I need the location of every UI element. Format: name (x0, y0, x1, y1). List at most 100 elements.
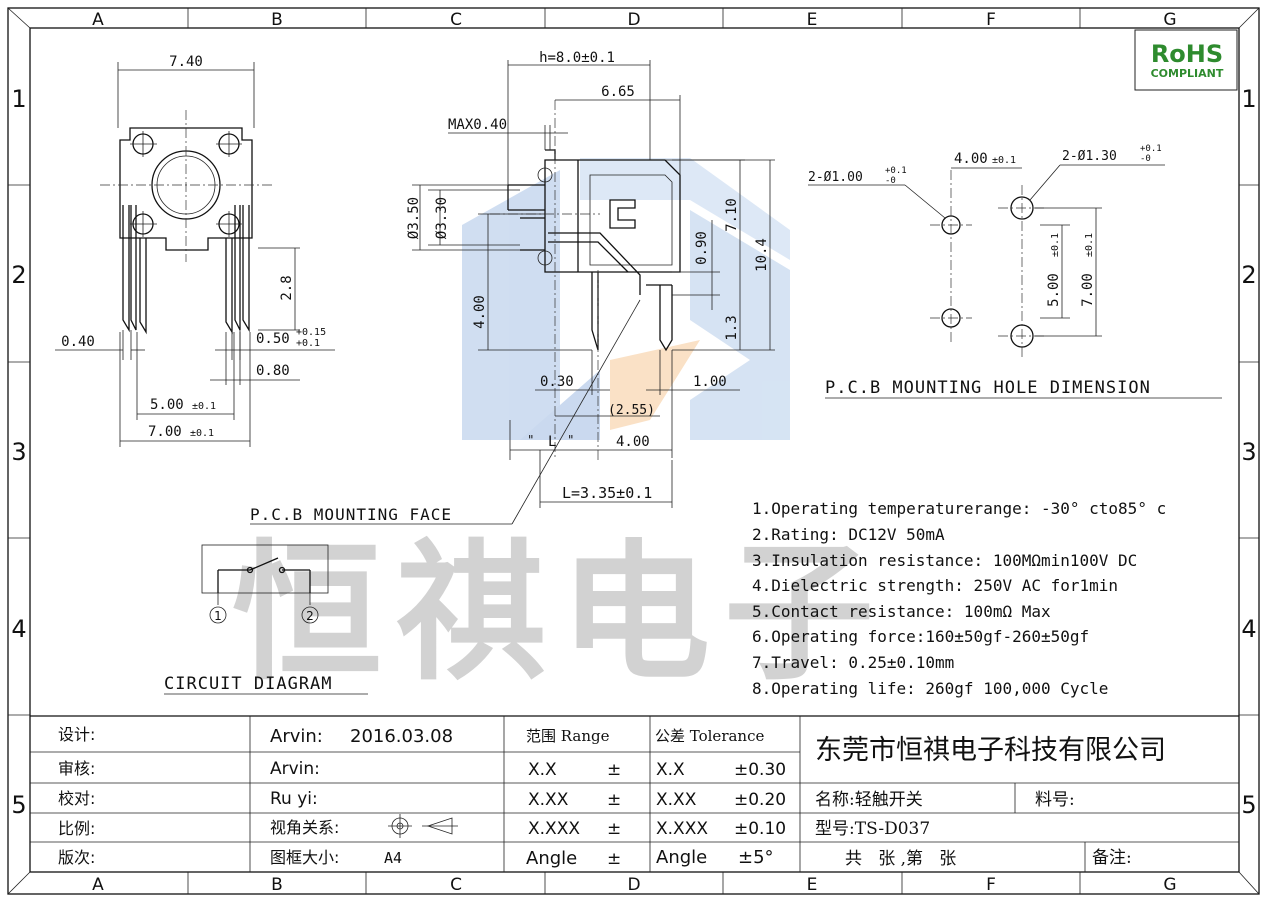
dim-400h: 4.00 (616, 434, 650, 450)
range-pm: ± (607, 790, 621, 810)
dim-pitch-outer-tol: ±0.1 (190, 428, 214, 439)
pcb-hole-small: 2-Ø1.00 (808, 170, 863, 185)
pcb-dim-400-tol: ±0.1 (992, 155, 1016, 166)
spec-item: 5.Contact resistance: 100mΩ Max (752, 602, 1051, 621)
label-check: 校对: (58, 789, 95, 808)
tol-label: X.XXX (656, 819, 708, 839)
spec-item: 8.Operating life: 260gf 100,000 Cycle (752, 679, 1108, 698)
pcb-face-label: P.C.B MOUNTING FACE (250, 505, 452, 524)
sheet-border (7, 7, 1260, 895)
dim-255: (2.55) (608, 403, 655, 418)
range-pm: ± (607, 760, 621, 780)
pcb-dim-400: 4.00 (954, 151, 988, 167)
rohs-badge: RoHS COMPLIANT (1134, 29, 1238, 91)
column-labels: A B C D E F G A B C D E F G (92, 10, 1176, 895)
model-number: 型号:TS-D037 (815, 819, 930, 839)
col-label-bottom: A (92, 875, 104, 895)
view-label: 视角关系: (270, 818, 339, 837)
dim-lead-tol: 0.50 (256, 331, 290, 347)
tol-label: X.XX (656, 790, 697, 810)
tol-label: X.X (656, 760, 685, 780)
dim-l-mark: L (548, 434, 556, 450)
row-label-left: 5 (11, 791, 26, 819)
designer-name: Arvin: (270, 726, 323, 747)
dim-pitch-outer: 7.00 (148, 424, 182, 440)
remark-label: 备注: (1092, 848, 1132, 868)
pcb-dim-500-tol: ±0.1 (1050, 233, 1061, 257)
spec-item: 2.Rating: DC12V 50mA (752, 525, 945, 544)
frame-label: 图框大小: (270, 848, 339, 867)
svg-text:": " (528, 433, 534, 447)
spec-item: 4.Dielectric strength: 250V AC for1min (752, 576, 1118, 595)
label-review: 审核: (58, 759, 95, 778)
row-label-right: 3 (1241, 438, 1256, 466)
material-label: 料号: (1035, 790, 1075, 810)
pcb-dim-700-tol: ±0.1 (1084, 233, 1095, 257)
row-label-right: 4 (1241, 615, 1256, 643)
pcb-hole-title: P.C.B MOUNTING HOLE DIMENSION (825, 378, 1151, 398)
range-pm: ± (607, 849, 621, 869)
dim-030: 0.30 (540, 374, 574, 390)
dim-090: 0.90 (694, 231, 710, 265)
spec-item: 1.Operating temperaturerange: -30° cto85… (752, 499, 1166, 518)
front-view: h=8.0±0.1 6.65 MAX0.40 Ø3.50 Ø3.30 4.00 … (250, 50, 775, 525)
col-label-bottom: E (807, 875, 818, 895)
row-label-right: 5 (1241, 791, 1256, 819)
dim-13: 1.3 (724, 315, 740, 340)
col-label-bottom: F (986, 875, 996, 895)
pcb-hole-pattern: 4.00 ±0.1 2-Ø1.00 +0.1 -0 2-Ø1.30 +0.1 -… (808, 144, 1222, 399)
watermark-text: 恒祺电子 (232, 525, 888, 701)
dim-pitch-inner-tol: ±0.1 (192, 401, 216, 412)
tol-value: ±0.30 (734, 760, 786, 780)
circuit-diagram: 1 2 CIRCUIT DIAGRAM (164, 544, 368, 695)
dim-d330: Ø3.30 (434, 197, 450, 239)
spec-item: 6.Operating force:160±50gf-260±50gf (752, 627, 1089, 646)
checker-name: Ru yi: (270, 789, 318, 809)
pcb-hole-large: 2-Ø1.30 (1062, 149, 1117, 164)
pcb-dim-700: 7.00 (1080, 273, 1096, 307)
col-label-top: A (92, 10, 104, 30)
col-label-top: D (627, 10, 640, 30)
dim-lead-tol-sup: +0.15 (296, 327, 326, 338)
tol-value: ±0.20 (734, 790, 786, 810)
range-row: X.X (528, 760, 557, 780)
range-row: X.XXX (528, 819, 580, 839)
row-label-left: 4 (11, 615, 26, 643)
projection-symbol-icon (388, 814, 458, 838)
reviewer-name: Arvin: (270, 759, 320, 779)
range-row: Angle (526, 848, 577, 869)
range-header: 范围 Range (526, 727, 610, 745)
title-block: 设计: 审核: 校对: 比例: 版次: Arvin: 2016.03.08 Ar… (30, 715, 1239, 872)
spec-list: 1.Operating temperaturerange: -30° cto85… (752, 499, 1166, 698)
design-date: 2016.03.08 (350, 726, 453, 747)
row-label-left: 3 (11, 438, 26, 466)
pcb-hole-large-sub: -0 (1140, 154, 1151, 164)
label-design: 设计: (58, 725, 95, 744)
dim-104: 10.4 (754, 238, 770, 272)
dim-d350: Ø3.50 (406, 197, 422, 239)
circuit-title: CIRCUIT DIAGRAM (164, 674, 333, 694)
row-labels: 1 2 3 4 5 1 2 3 4 5 (11, 85, 1256, 819)
dim-lead-tol-sub: +0.1 (296, 338, 320, 349)
dim-710: 7.10 (724, 198, 740, 232)
side-view: 7.40 2.8 0.40 0.50 +0.15 +0.1 0.80 5.00 … (55, 54, 335, 447)
row-label-right: 1 (1241, 85, 1256, 113)
tol-value: ±0.10 (734, 819, 786, 839)
range-row: X.XX (528, 790, 569, 810)
row-label-left: 1 (11, 85, 26, 113)
col-label-bottom: D (627, 875, 640, 895)
col-label-top: G (1163, 10, 1176, 30)
company-name: 东莞市恒祺电子科技有限公司 (815, 735, 1166, 766)
col-label-top: E (807, 10, 818, 30)
dim-pitch-inner: 5.00 (150, 397, 184, 413)
tol-label: Angle (656, 847, 707, 868)
dim-400v: 4.00 (472, 295, 488, 329)
pin-2: 2 (306, 609, 314, 623)
rohs-title: RoHS (1151, 40, 1223, 68)
dim-665: 6.65 (601, 84, 635, 100)
rohs-subtitle: COMPLIANT (1151, 67, 1224, 80)
col-label-bottom: G (1163, 875, 1176, 895)
col-label-bottom: C (450, 875, 462, 895)
svg-text:": " (568, 433, 574, 447)
